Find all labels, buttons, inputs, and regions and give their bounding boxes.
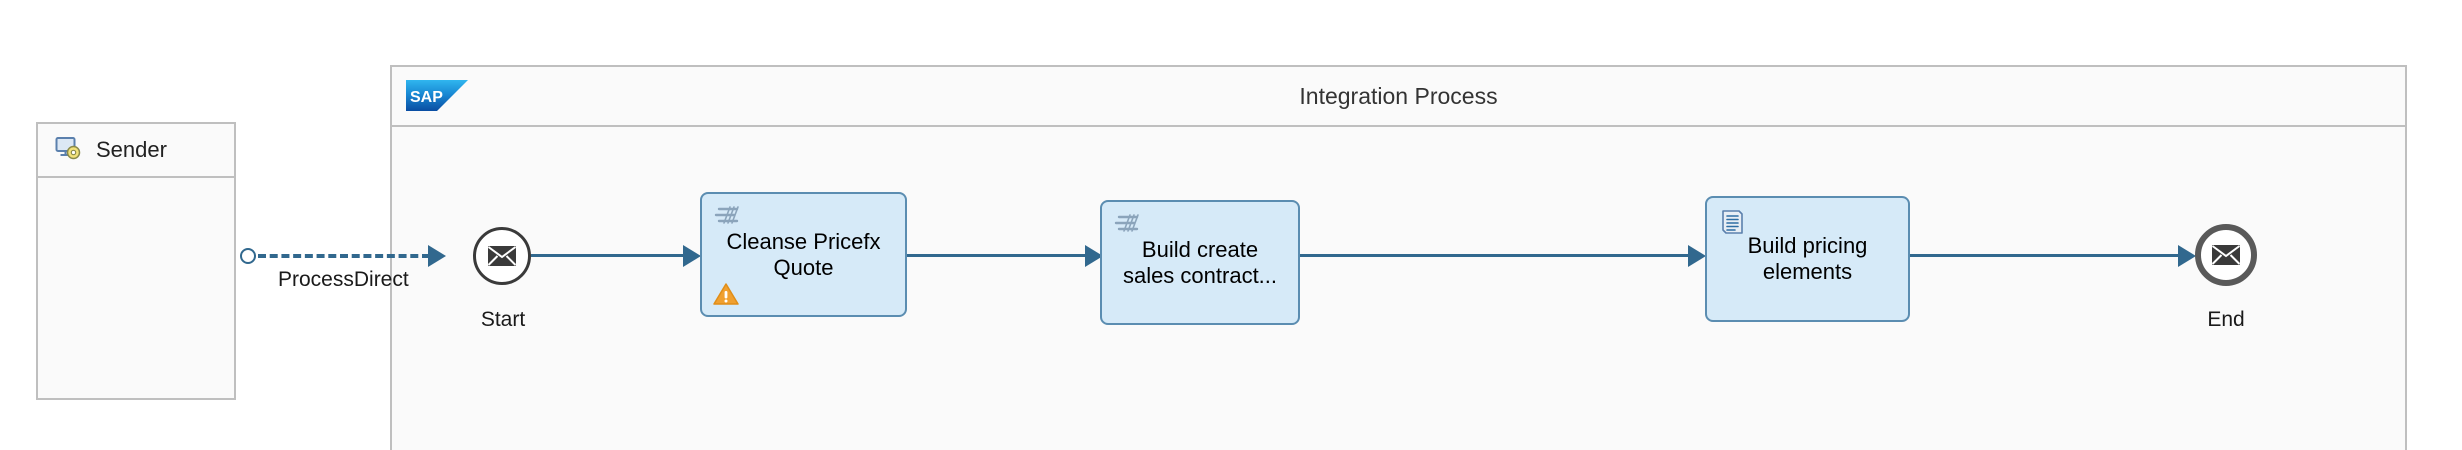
connector-task2-to-task3[interactable] bbox=[1300, 254, 1690, 257]
start-event-label: Start bbox=[480, 308, 526, 331]
groovy-script-icon bbox=[1718, 208, 1746, 236]
connector-processdirect-label: ProcessDirect bbox=[278, 268, 409, 291]
connector-task1-to-task2-arrowhead bbox=[1085, 245, 1103, 267]
start-event[interactable] bbox=[473, 227, 531, 285]
connector-task2-to-task3-arrowhead bbox=[1688, 245, 1706, 267]
content-modifier-icon bbox=[713, 204, 741, 232]
task-build-create-sales-contract-label: Build create sales contract... bbox=[1122, 236, 1278, 288]
participant-sender-header: Sender bbox=[38, 124, 234, 178]
connector-task1-to-task2[interactable] bbox=[907, 254, 1087, 257]
sender-system-icon bbox=[54, 134, 82, 167]
task-build-pricing-elements-label: Build pricing elements bbox=[1747, 233, 1868, 284]
task-cleanse-pricefx-quote[interactable]: Cleanse Pricefx Quote bbox=[700, 192, 907, 317]
pool-header: SAP Integration Process bbox=[392, 67, 2405, 127]
message-envelope-icon bbox=[2211, 245, 2241, 265]
pool-title: Integration Process bbox=[1299, 82, 1498, 109]
participant-sender-body bbox=[38, 178, 234, 398]
connector-task3-to-end-arrowhead bbox=[2178, 245, 2196, 267]
message-envelope-icon bbox=[487, 246, 517, 266]
task-build-pricing-elements[interactable]: Build pricing elements bbox=[1705, 196, 1910, 322]
svg-text:SAP: SAP bbox=[410, 89, 443, 106]
content-modifier-icon bbox=[1113, 212, 1141, 240]
connector-task3-to-end[interactable] bbox=[1910, 254, 2180, 257]
task-build-create-sales-contract[interactable]: Build create sales contract... bbox=[1100, 200, 1300, 325]
connector-processdirect[interactable] bbox=[258, 254, 430, 258]
participant-sender[interactable]: Sender bbox=[36, 122, 236, 400]
connector-processdirect-arrowhead bbox=[428, 245, 446, 267]
connector-start-to-task1-arrowhead bbox=[683, 245, 701, 267]
warning-triangle-icon[interactable] bbox=[713, 282, 739, 306]
task-cleanse-pricefx-quote-label: Cleanse Pricefx Quote bbox=[726, 228, 881, 280]
participant-sender-label: Sender bbox=[96, 137, 167, 162]
connector-start-to-task1[interactable] bbox=[531, 254, 685, 257]
sender-endpoint-circle[interactable] bbox=[240, 248, 256, 264]
end-event-label: End bbox=[2207, 308, 2245, 331]
sap-logo: SAP bbox=[406, 80, 468, 111]
end-event[interactable] bbox=[2195, 224, 2257, 286]
